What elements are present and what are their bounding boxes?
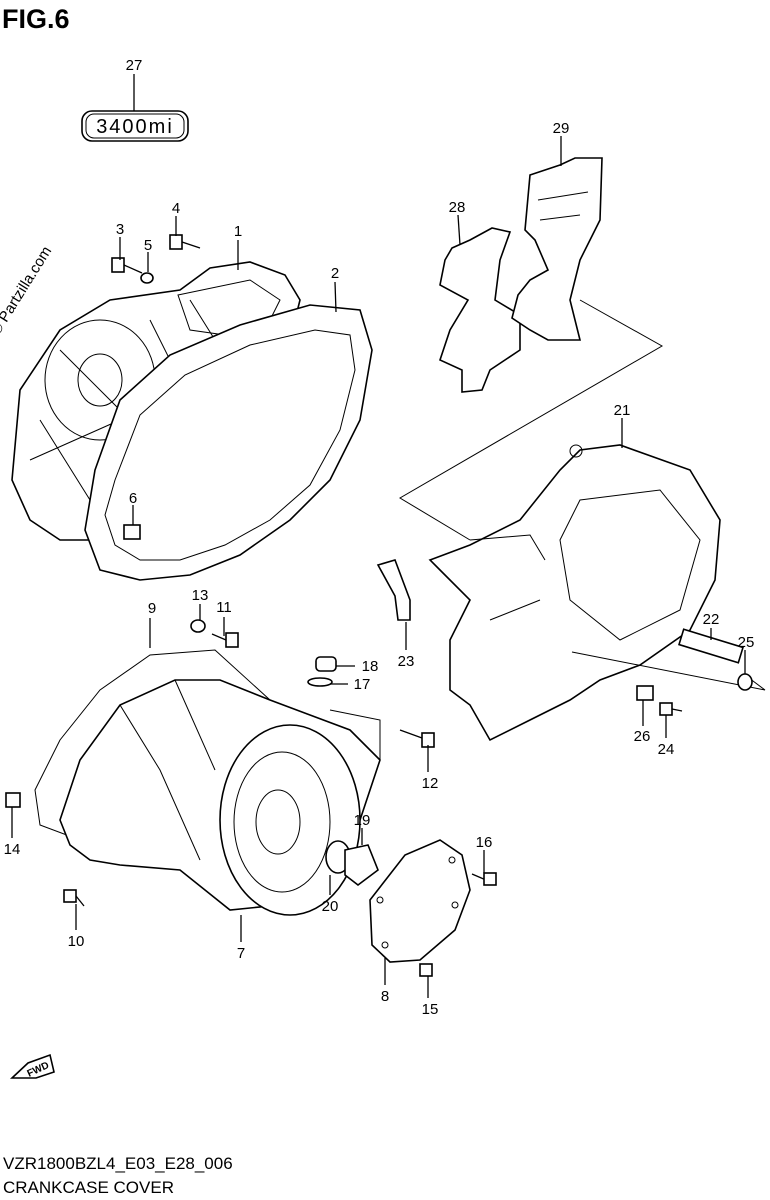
callout-19: 19: [354, 812, 371, 829]
part-bolt-4[interactable]: [169, 234, 201, 250]
fwd-arrow-icon: FWD: [9, 1053, 55, 1080]
callout-28: 28: [449, 199, 466, 216]
callout-3: 3: [116, 221, 124, 238]
callout-24: 24: [658, 741, 675, 758]
callout-26: 26: [634, 728, 651, 745]
callout-11: 11: [216, 599, 232, 616]
callout-12: 12: [422, 775, 439, 792]
leader-lines: [11, 136, 746, 998]
callout-2: 2: [331, 265, 339, 282]
part-bolt-3[interactable]: [111, 257, 143, 274]
part-plug-18[interactable]: [315, 656, 337, 672]
callout-16: 16: [476, 834, 493, 851]
callout-8: 8: [381, 988, 389, 1005]
model-code: VZR1800BZL4_E03_E28_006: [3, 1154, 233, 1173]
callout-17: 17: [354, 676, 371, 693]
part-cover-29[interactable]: [511, 157, 603, 341]
diagram-caption: CRANKCASE COVER: [3, 1178, 174, 1197]
callout-27: 27: [126, 57, 143, 74]
callout-23: 23: [398, 653, 415, 670]
label-plate-text: 3400mi: [96, 116, 174, 138]
callout-1: 1: [234, 223, 242, 240]
part-bolt-24[interactable]: [659, 702, 683, 716]
callout-25: 25: [738, 634, 755, 651]
part-bolt-16[interactable]: [471, 872, 497, 886]
callout-29: 29: [553, 120, 570, 137]
figure-title: FIG.6: [2, 4, 70, 34]
part-nut-25[interactable]: [737, 673, 753, 691]
part-washer-13[interactable]: [190, 619, 206, 633]
callout-18: 18: [362, 658, 379, 675]
callout-7: 7: [237, 945, 245, 962]
part-dowel-6[interactable]: [123, 524, 141, 540]
part-collar-22[interactable]: [678, 628, 744, 664]
part-label-plate[interactable]: 3400mi: [81, 74, 189, 142]
part-oring-17[interactable]: [307, 677, 333, 687]
callout-14: 14: [4, 841, 21, 858]
part-washer-5[interactable]: [140, 272, 154, 284]
part-nut-26[interactable]: [636, 685, 654, 701]
part-gasket[interactable]: [84, 304, 373, 581]
part-bolt-11[interactable]: [211, 632, 239, 648]
callout-10: 10: [68, 933, 85, 950]
callout-15: 15: [422, 1001, 439, 1018]
part-bolt-15[interactable]: [419, 963, 433, 977]
callout-4: 4: [172, 200, 180, 217]
callout-numbers: 1 2 3 4 5 6 7 8 9 10 11 12 13 14 15 16 1…: [4, 57, 755, 1018]
part-generator-cover[interactable]: [59, 679, 381, 916]
callout-21: 21: [614, 402, 631, 419]
callout-20: 20: [322, 898, 339, 915]
part-plug-19[interactable]: [344, 844, 379, 887]
callout-6: 6: [129, 490, 137, 507]
callout-22: 22: [703, 611, 720, 628]
part-bolt-10[interactable]: [63, 889, 85, 907]
part-bolt-12[interactable]: [399, 729, 435, 748]
part-dowel-14[interactable]: [5, 792, 21, 808]
part-cover-28[interactable]: [439, 227, 521, 393]
callout-5: 5: [144, 237, 152, 254]
part-cover-8[interactable]: [369, 839, 471, 963]
callout-9: 9: [148, 600, 156, 617]
part-clip-23[interactable]: [376, 559, 411, 621]
callout-13: 13: [192, 587, 209, 604]
part-cover-21[interactable]: [428, 444, 721, 742]
